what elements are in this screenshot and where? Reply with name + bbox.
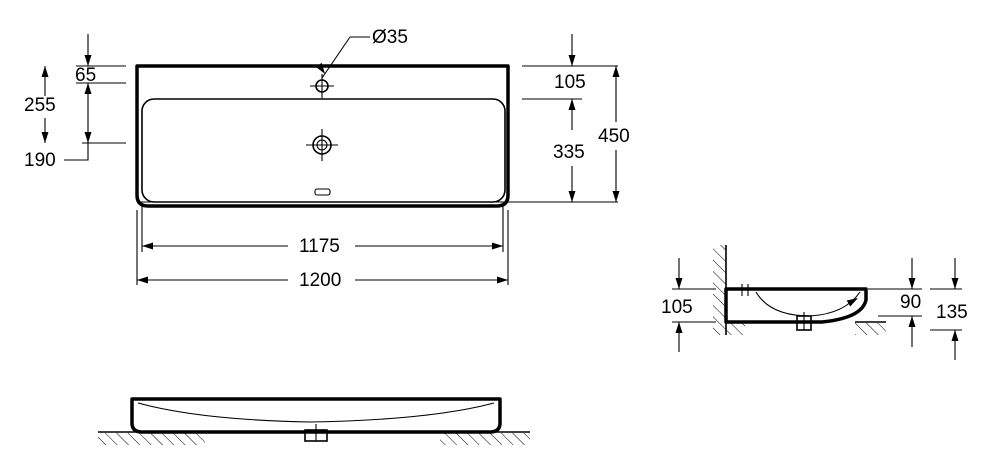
dim-135: 135: [936, 302, 968, 323]
dim-190: 190: [24, 150, 56, 171]
inner-bowl-outline: [141, 98, 506, 203]
drain-icon: [306, 129, 338, 161]
dim-335: 335: [553, 142, 585, 163]
plan-view: Ø35 65 255 190 105 335: [24, 27, 630, 291]
dim-450: 450: [598, 126, 630, 147]
dim-255: 255: [24, 95, 56, 116]
dim-1200: 1200: [299, 270, 341, 291]
tap-hole-diameter-label: Ø35: [372, 27, 408, 48]
side-section: 105 90 135: [661, 245, 968, 360]
dim-1175: 1175: [299, 236, 340, 257]
dim-65: 65: [75, 65, 96, 86]
overflow-slot: [314, 188, 331, 196]
dim-105-plan: 105: [554, 72, 586, 93]
dim-105-side: 105: [661, 297, 693, 318]
basin-outline: [135, 64, 510, 208]
front-elevation: [98, 397, 530, 445]
dim-90: 90: [900, 292, 921, 313]
side-basin-outline: [724, 287, 868, 324]
